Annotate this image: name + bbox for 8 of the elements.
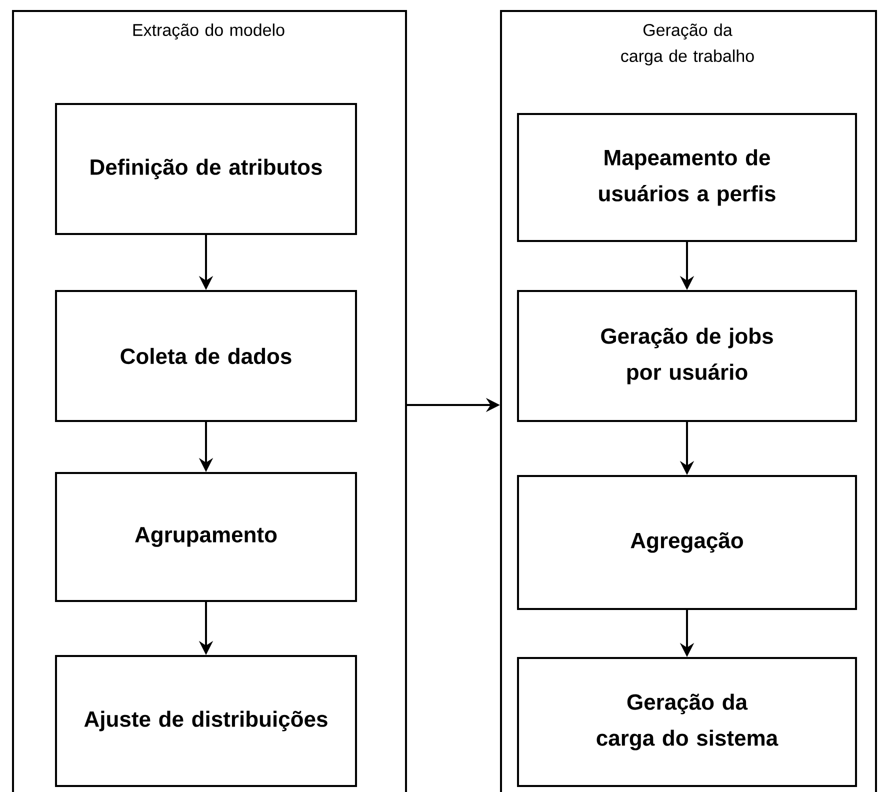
process-box: Ajuste de distribuições bbox=[55, 655, 357, 787]
process-box: Agrupamento bbox=[55, 472, 357, 602]
process-box: Mapeamento de usuários a perfis bbox=[517, 113, 858, 242]
process-box: Coleta de dados bbox=[55, 290, 357, 422]
process-box: Geração de jobs por usuário bbox=[517, 290, 858, 422]
process-box: Definição de atributos bbox=[55, 103, 357, 235]
process-box: Geração da carga do sistema bbox=[517, 657, 858, 787]
process-box: Agregação bbox=[517, 475, 858, 610]
